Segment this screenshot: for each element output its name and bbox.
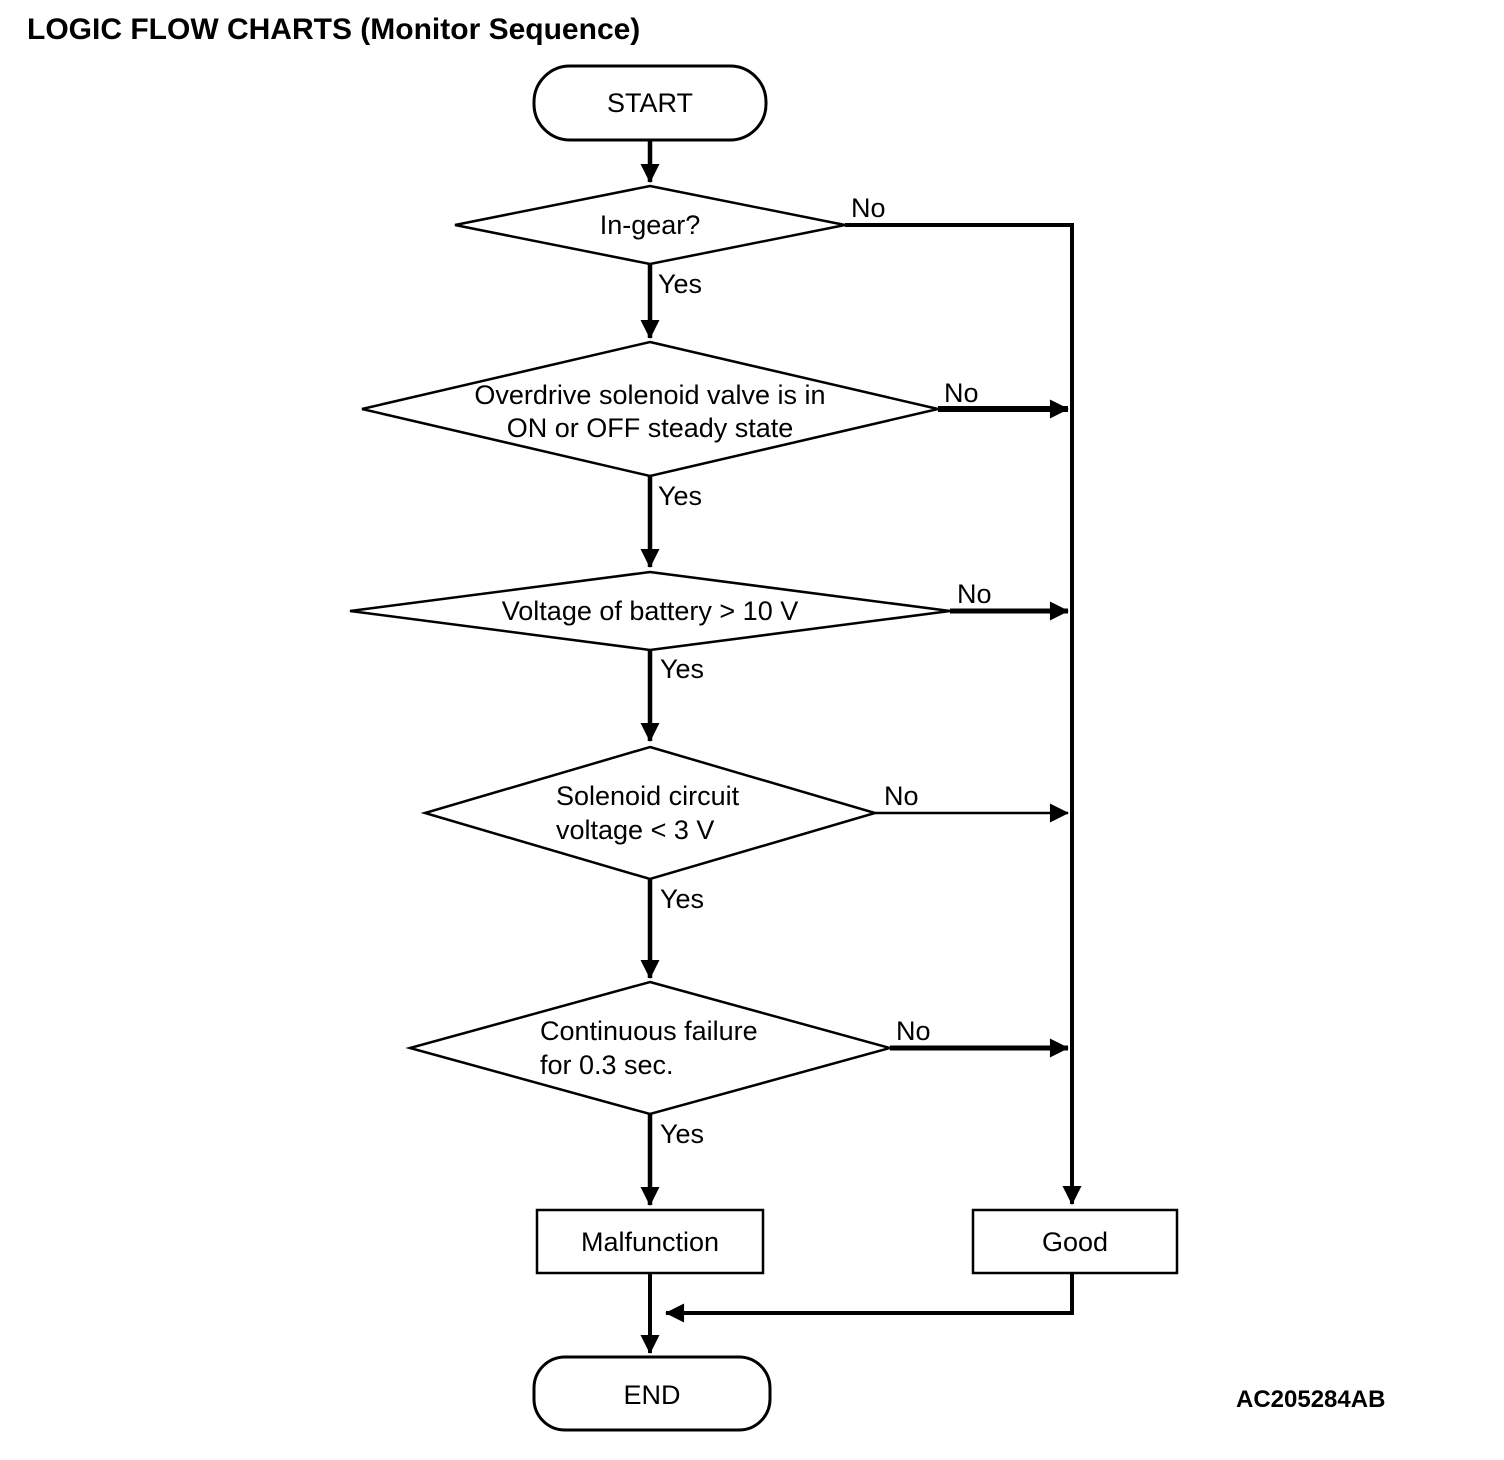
good-label: Good — [1042, 1227, 1108, 1257]
page-title: LOGIC FLOW CHARTS (Monitor Sequence) — [27, 13, 640, 46]
label-yes-continuous: Yes — [660, 1119, 704, 1149]
edge-good-join — [665, 1273, 1074, 1323]
node-good: Good — [971, 1208, 1179, 1275]
start-terminator-shape — [532, 64, 768, 142]
solenoid-diamond-shape — [420, 745, 880, 881]
solenoid-label-line1: Solenoid circuit — [556, 781, 740, 811]
solenoid-label-line2: voltage < 3 V — [556, 815, 714, 845]
in-gear-diamond-shape — [454, 184, 846, 266]
label-yes-battery: Yes — [660, 654, 704, 684]
end-label: END — [623, 1380, 680, 1410]
label-no-overdrive: No — [944, 378, 979, 408]
continuous-diamond-shape — [405, 980, 895, 1116]
battery-label: Voltage of battery > 10 V — [502, 596, 798, 626]
overdrive-label-line1: Overdrive solenoid valve is in — [474, 380, 825, 410]
edge-labels: Yes No Yes No Yes No Yes No Yes No — [658, 193, 992, 1149]
label-yes-solenoid: Yes — [660, 884, 704, 914]
continuous-label-line1: Continuous failure — [540, 1016, 758, 1046]
battery-diamond-shape — [349, 570, 951, 652]
in-gear-label: In-gear? — [600, 210, 701, 240]
label-no-solenoid: No — [884, 781, 919, 811]
connectors — [640, 140, 1082, 1354]
label-yes-overdrive: Yes — [658, 481, 702, 511]
good-box-shape — [971, 1208, 1179, 1275]
overdrive-diamond-shape — [361, 340, 939, 478]
node-decision-overdrive: Overdrive solenoid valve is in ON or OFF… — [361, 340, 939, 478]
node-decision-in-gear: In-gear? — [454, 184, 846, 266]
start-label: START — [607, 88, 693, 118]
node-decision-continuous: Continuous failure for 0.3 sec. — [405, 980, 895, 1116]
node-start: START — [532, 64, 768, 142]
node-malfunction: Malfunction — [535, 1208, 765, 1275]
continuous-label-line2: for 0.3 sec. — [540, 1050, 674, 1080]
label-no-battery: No — [957, 579, 992, 609]
label-no-ingear: No — [851, 193, 886, 223]
edge-no-collector-to-good — [845, 223, 1082, 1205]
node-decision-battery: Voltage of battery > 10 V — [349, 570, 951, 652]
label-no-continuous: No — [896, 1016, 931, 1046]
node-end: END — [532, 1355, 772, 1432]
malfunction-box-shape — [535, 1208, 765, 1275]
label-yes-ingear: Yes — [658, 269, 702, 299]
malfunction-label: Malfunction — [581, 1227, 719, 1257]
node-decision-solenoid: Solenoid circuit voltage < 3 V — [420, 745, 880, 881]
end-terminator-shape — [532, 1355, 772, 1432]
overdrive-label-line2: ON or OFF steady state — [507, 413, 794, 443]
figure-code: AC205284AB — [1236, 1386, 1385, 1413]
